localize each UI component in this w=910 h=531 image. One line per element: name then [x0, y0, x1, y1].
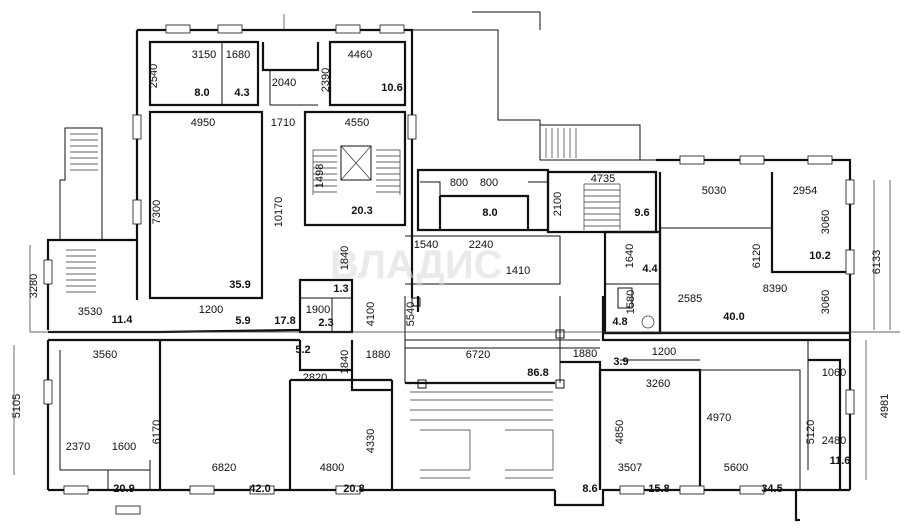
dimension-label-56: 6820 — [212, 462, 236, 474]
dimension-label-14: 4735 — [591, 173, 615, 185]
room-area-19: 11.6 — [830, 455, 851, 467]
dimension-label-8: 4550 — [345, 117, 369, 129]
dimension-label-44: 1060 — [822, 367, 846, 379]
room-area-6: 10.2 — [809, 250, 830, 262]
dimension-label-58: 5600 — [724, 462, 748, 474]
windows — [43, 24, 855, 515]
dimension-label-7: 1710 — [271, 117, 295, 129]
room-area-0: 8.0 — [194, 87, 209, 99]
room-area-4: 8.0 — [482, 207, 497, 219]
dimension-label-34: 8390 — [763, 283, 787, 295]
dimension-label-38: 1880 — [366, 349, 390, 361]
dimension-label-11: 1498 — [314, 164, 326, 188]
dimension-label-50: 4850 — [614, 420, 626, 444]
room-area-1: 4.3 — [234, 87, 249, 99]
dimension-label-37: 1840 — [339, 350, 351, 374]
dimension-label-22: 2240 — [469, 239, 493, 251]
dimension-label-32: 1580 — [625, 290, 637, 314]
dimension-label-4: 2390 — [320, 68, 332, 92]
dimension-label-16: 5030 — [702, 185, 726, 197]
dimension-label-36: 3560 — [93, 349, 117, 361]
dimension-lines — [13, 14, 900, 480]
room-area-25: 34.5 — [761, 483, 782, 495]
dimension-label-24: 1640 — [624, 244, 636, 268]
dimension-label-43: 3260 — [646, 378, 670, 390]
room-area-23: 8.6 — [582, 483, 597, 495]
dimension-label-1: 1680 — [226, 49, 250, 61]
dimension-label-33: 2585 — [678, 293, 702, 305]
dimension-label-27: 3530 — [78, 306, 102, 318]
room-area-21: 42.0 — [249, 483, 270, 495]
room-area-9: 1.3 — [333, 283, 348, 295]
dimension-label-19: 3060 — [820, 210, 832, 234]
room-area-24: 15.8 — [648, 483, 669, 495]
dimension-label-29: 1900 — [306, 304, 330, 316]
room-area-2: 10.6 — [381, 82, 402, 94]
dimension-label-21: 1540 — [414, 239, 438, 251]
dimension-label-41: 1200 — [652, 346, 676, 358]
dimension-label-20: 1840 — [339, 246, 351, 270]
dimension-label-2: 4460 — [348, 49, 372, 61]
dimension-label-40: 1880 — [573, 348, 597, 360]
dimension-label-9: 7300 — [151, 200, 163, 224]
dimension-label-48: 6170 — [151, 420, 163, 444]
dimension-label-55: 2480 — [822, 435, 846, 447]
dimension-labels: 3150 1680 4460 2540 2390 2040 4950 1710 4550 7300… — [11, 49, 891, 474]
room-area-7: 4.4 — [642, 263, 658, 275]
dimension-label-0: 3150 — [192, 49, 216, 61]
dimension-label-18: 6133 — [871, 250, 883, 274]
room-area-15: 40.0 — [723, 311, 744, 323]
dimension-label-28: 1200 — [199, 304, 223, 316]
dimension-label-30: 4100 — [365, 302, 377, 326]
dimension-label-13: 800 — [480, 177, 498, 189]
dimension-label-23: 1410 — [506, 265, 530, 277]
watermark: ВЛАДИС — [330, 243, 502, 287]
room-area-16: 5.2 — [295, 344, 310, 356]
dimension-label-25: 6120 — [751, 244, 763, 268]
room-area-3: 20.3 — [351, 205, 372, 217]
room-area-20: 20.9 — [113, 483, 134, 495]
dimension-label-45: 5105 — [11, 394, 23, 418]
room-area-5: 9.6 — [634, 207, 649, 219]
dimension-label-15: 2100 — [552, 192, 564, 216]
dimension-label-53: 1600 — [112, 441, 136, 453]
dimension-label-26: 3280 — [28, 274, 40, 298]
dimension-label-51: 5120 — [805, 420, 817, 444]
dimension-label-39: 6720 — [466, 349, 490, 361]
room-area-12: 17.8 — [274, 315, 295, 327]
interior-walls — [59, 40, 850, 490]
room-area-18: 3.9 — [613, 356, 628, 368]
dimension-label-5: 2040 — [272, 77, 296, 89]
room-area-22: 20.8 — [343, 483, 364, 495]
dimension-label-49: 4330 — [365, 429, 377, 453]
dimension-label-42: 2820 — [303, 372, 327, 384]
dimension-label-12: 800 — [450, 177, 468, 189]
dimension-label-57: 4800 — [320, 462, 344, 474]
room-area-11: 5.9 — [235, 315, 250, 327]
room-area-labels: 8.0 4.3 10.6 20.3 8.0 9.6 10.2 4.4 35.9 1.3 11.4 5.… — [112, 82, 851, 495]
dimension-label-31: 5540 — [405, 302, 417, 326]
dimension-label-35: 3060 — [820, 290, 832, 314]
dimension-label-3: 2540 — [148, 64, 160, 88]
room-area-8: 35.9 — [229, 279, 250, 291]
dimension-label-47: 4970 — [707, 412, 731, 424]
dimension-label-52: 2370 — [66, 441, 90, 453]
room-area-10: 11.4 — [112, 314, 134, 326]
dimension-label-46: 4981 — [879, 394, 891, 418]
room-area-13: 2.3 — [318, 317, 333, 329]
dimension-label-54: 3507 — [618, 462, 642, 474]
dimension-label-10: 10170 — [273, 197, 285, 228]
dimension-label-17: 2954 — [793, 185, 817, 197]
dimension-label-6: 4950 — [191, 117, 215, 129]
room-area-14: 4.8 — [612, 316, 627, 328]
room-area-17: 86.8 — [527, 367, 548, 379]
